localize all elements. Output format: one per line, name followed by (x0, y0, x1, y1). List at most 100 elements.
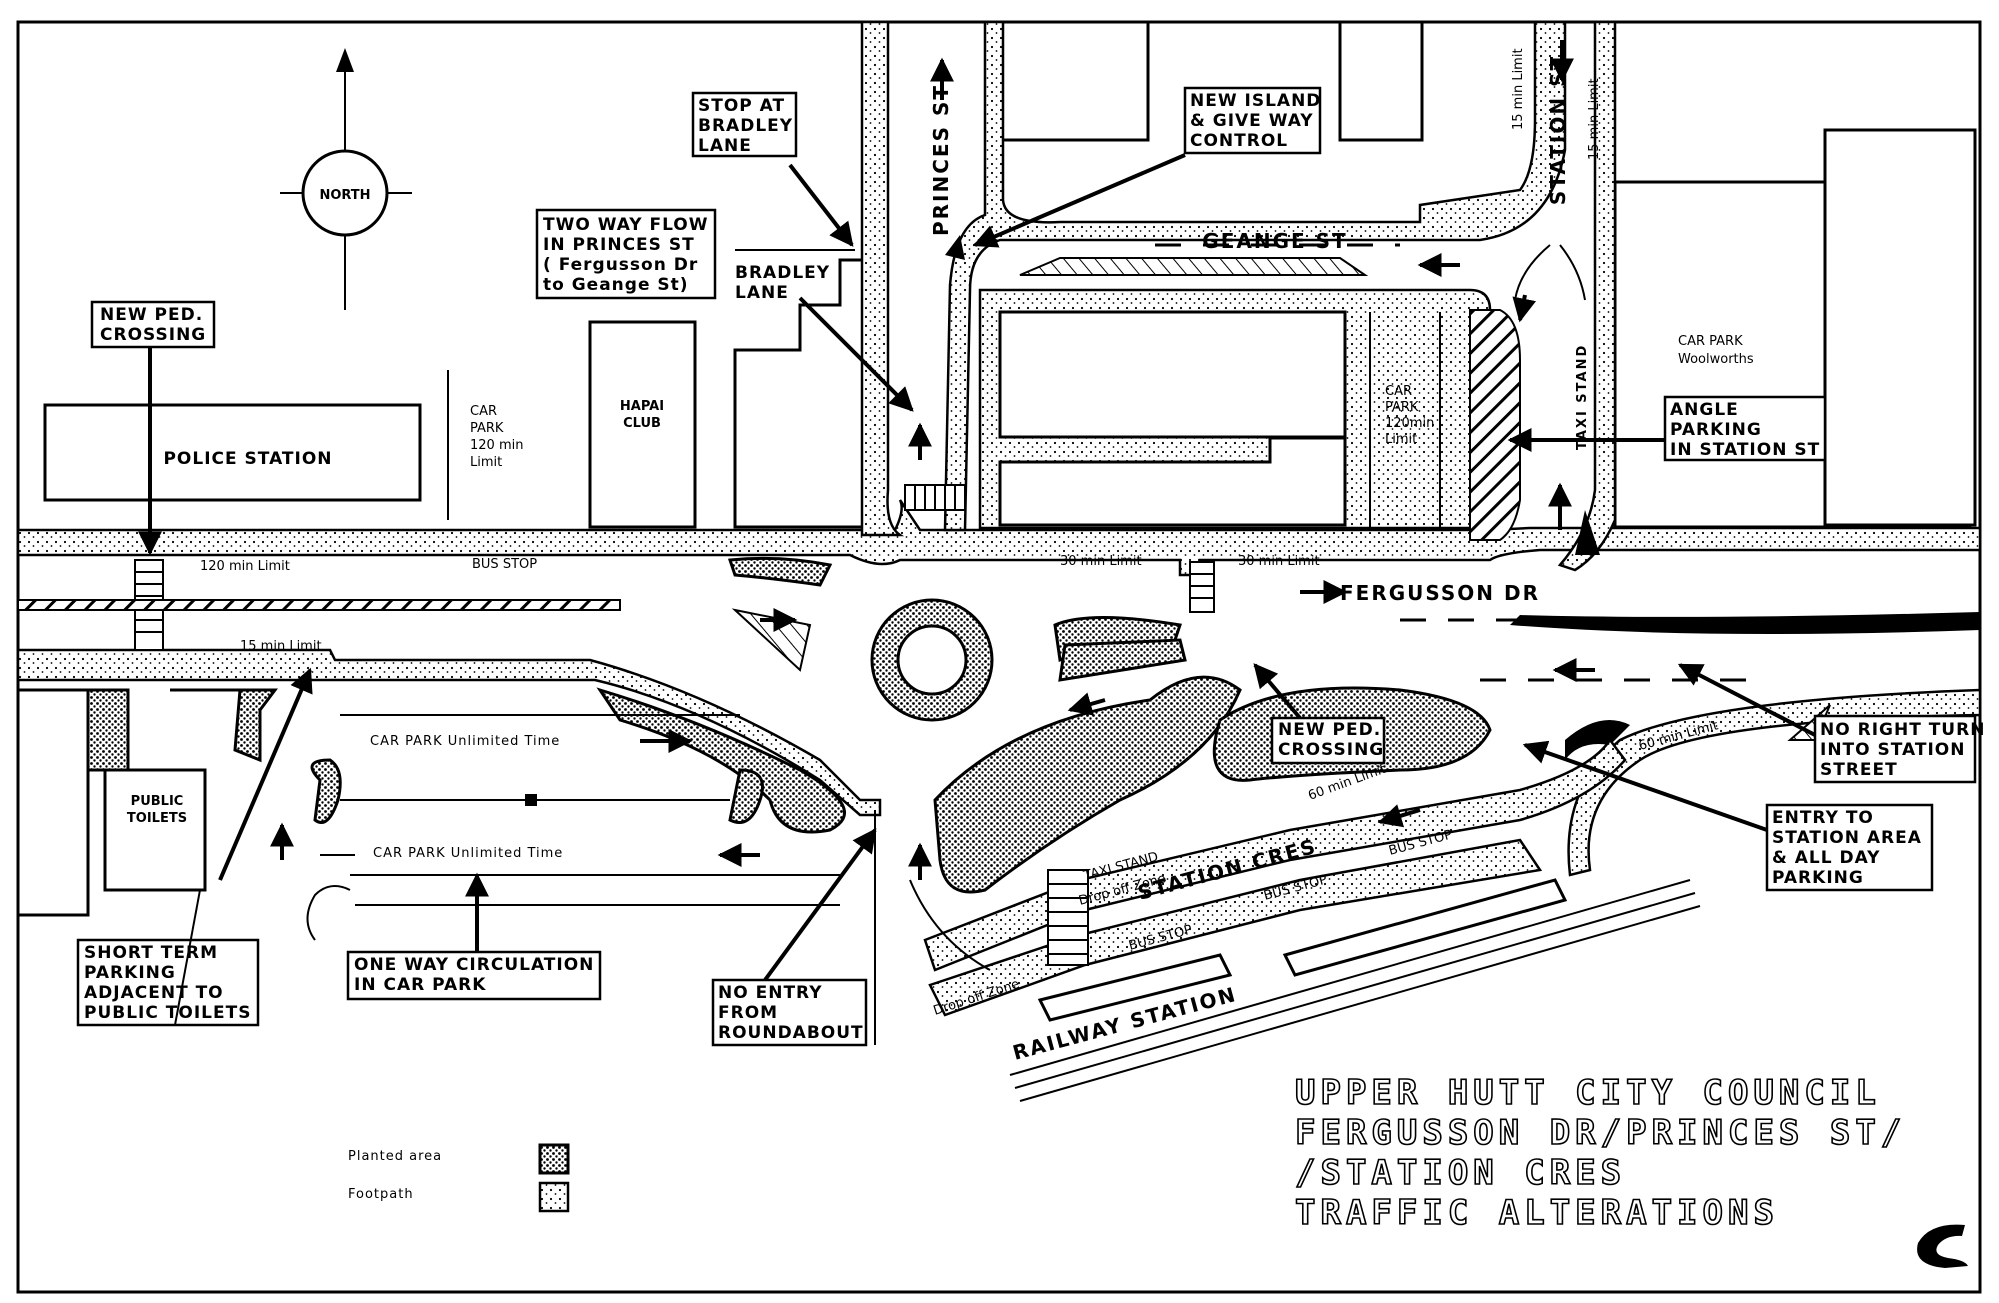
planted-station-north (933, 675, 1242, 894)
bradley-lane-pointer (798, 296, 914, 412)
bus-shelter (1282, 878, 1568, 977)
planted-strip-ped (1058, 638, 1187, 682)
legend-footpath-swatch (538, 1181, 570, 1213)
north-label: NORTH (319, 188, 370, 203)
planted-strip-north (727, 556, 833, 587)
limit-30a-label: 30 min Limit (1060, 554, 1142, 569)
median-strip-east (1510, 612, 1980, 634)
building-north-1 (996, 20, 1150, 142)
title-line-1: UPPER HUTT CITY COUNCIL (1295, 1073, 1881, 1113)
bus-lane-marking (17, 599, 621, 611)
rail-line-1 (1009, 879, 1691, 1076)
princes-west-footpath (860, 20, 905, 537)
title-block: UPPER HUTT CITY COUNCIL FERGUSSON DR/PRI… (1294, 1072, 1906, 1234)
railway-station-platform (1037, 953, 1233, 1022)
fergusson-dr-label: FERGUSSON DR (1340, 581, 1540, 605)
princes-east-geange-footpath (943, 20, 1567, 532)
building-bradley (733, 258, 872, 529)
car-park-row1-label: CAR PARK Unlimited Time (370, 734, 560, 749)
woolworths-annex (1823, 128, 1977, 527)
station-cres-south-footpath (928, 838, 1543, 1017)
island-entry (1565, 720, 1630, 760)
ped-crossing-princes (904, 484, 966, 511)
station-st-label: STATION ST (1546, 55, 1570, 205)
ped-crossing-station (1047, 869, 1089, 966)
car-park-exit-curve (306, 885, 351, 941)
planted-end-east-1 (728, 768, 764, 824)
new-island-geange (945, 235, 965, 260)
police-station-label: POLICE STATION (163, 449, 332, 469)
roundabout (870, 598, 994, 722)
station-east-footpath (1557, 20, 1617, 572)
building-north-2 (1338, 20, 1424, 142)
building-sw (16, 688, 90, 917)
station-15b-label: 15 min Limit (1587, 78, 1602, 160)
car-park-divider-post (525, 794, 537, 806)
traffic-arrows (270, 40, 1595, 880)
planted-area-sw (170, 688, 278, 763)
bus-stop-label: BUS STOP (472, 557, 537, 572)
geange-st-label: GEANGE ST (1202, 229, 1347, 253)
station-st-curve-1 (1514, 244, 1551, 301)
fergusson-south-footpath (16, 648, 882, 817)
planted-strip-toilets (86, 688, 130, 772)
ped-crossing-fergusson-east (1189, 561, 1215, 613)
rail-line-2 (1014, 892, 1696, 1089)
council-logo-icon (1917, 1224, 1968, 1268)
island-station-st (1575, 510, 1600, 555)
central-building-upper (998, 310, 1347, 439)
police-station-building (43, 403, 422, 502)
car-park-row2-label: CAR PARK Unlimited Time (373, 846, 563, 861)
callout-new-ped-right: NEW PED.CROSSING (1253, 663, 1386, 765)
angle-parking-geange (1019, 257, 1369, 276)
legend-planted-swatch (538, 1143, 570, 1175)
title-line-3: /STATION CRES (1295, 1153, 1626, 1193)
svg-text:NEW PED.CROSSING: NEW PED.CROSSING (100, 305, 206, 345)
legend-footpath-label: Footpath (348, 1187, 414, 1202)
central-building-lower (998, 436, 1347, 527)
legend-planted-label: Planted area (348, 1149, 442, 1164)
station-entry-footpath (1567, 688, 1982, 877)
roundabout-exit-curve (909, 879, 991, 971)
title-line-2: FERGUSSON DR/PRINCES ST/ (1295, 1113, 1906, 1153)
planted-end-west-1 (310, 758, 342, 824)
legend: Planted area Footpath (348, 1143, 570, 1213)
svg-text:NEW PED.CROSSING: NEW PED.CROSSING (1278, 720, 1384, 760)
rail-line-3 (1019, 905, 1701, 1102)
north-compass-icon: NORTH (280, 48, 412, 310)
station-15a-label: 15 min Limit (1511, 48, 1526, 130)
limit-15-label: 15 min Limit (240, 639, 322, 654)
planted-curve-car-park (596, 687, 847, 834)
callout-new-ped-left: NEW PED.CROSSING (90, 300, 216, 556)
station-cres-footpath (923, 737, 1627, 972)
fergusson-north-footpath (16, 499, 1982, 577)
hapai-club-building (588, 320, 697, 529)
station-st-curve-2 (1559, 244, 1586, 301)
public-toilets-building (103, 768, 207, 892)
limit-120-label: 120 min Limit (200, 559, 290, 574)
angle-parking-station-st (1469, 309, 1521, 541)
taxi-stand-v-label: TAXI STAND (1575, 344, 1590, 450)
